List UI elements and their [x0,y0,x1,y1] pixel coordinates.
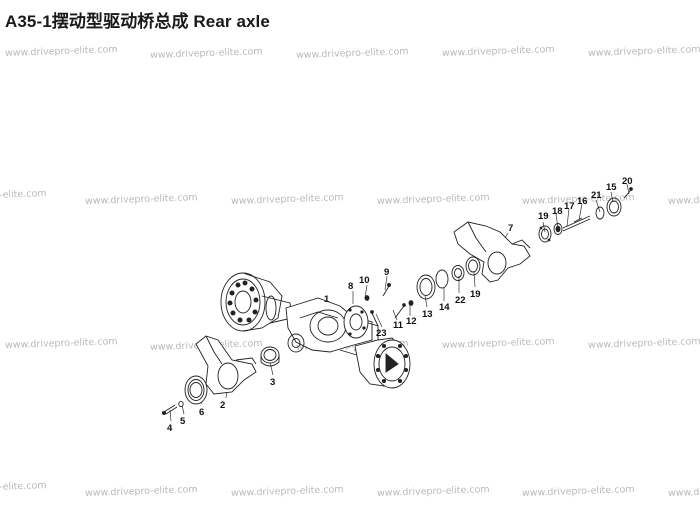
callout-10: 10 [359,275,370,286]
callout-15: 15 [606,182,617,193]
callout-6: 6 [199,407,204,418]
callout-5: 5 [180,416,186,427]
callout-12: 12 [406,316,417,327]
part-16-pin [573,217,583,223]
callout-18: 18 [552,206,563,217]
right-wheel-hub [354,337,411,389]
left-wheel-hub [220,272,293,332]
callout-4: 4 [167,423,173,434]
part-19-ring-lower [465,256,481,276]
part-4-bolt [161,404,178,416]
part-6-seal [184,375,208,405]
part-11-bolt [394,303,406,319]
callout-19-upper: 19 [538,211,549,222]
callout-16: 16 [577,196,588,207]
callout-2: 2 [220,400,225,411]
part-18-washer [553,223,563,235]
part-10-washer [364,295,370,301]
part-7-right-bracket [453,221,531,283]
part-21-ring [595,206,605,220]
callout-7: 7 [508,223,513,234]
callout-13: 13 [422,309,433,320]
callout-9: 9 [384,267,389,278]
part-2-left-bracket [195,335,257,395]
part-8-flange [343,305,369,339]
part-9-bolt [382,283,391,297]
part-17-shaft [562,215,591,232]
callout-20: 20 [622,176,633,187]
callout-1: 1 [324,294,330,305]
part-15-seal [606,197,622,217]
callout-8: 8 [348,281,353,292]
callout-14: 14 [439,302,450,313]
callout-21: 21 [591,190,602,201]
callout-22: 22 [455,295,466,306]
part-23-bolt [370,310,379,327]
callout-17: 17 [564,201,575,212]
part-13-ring [416,274,436,300]
page-title: A35-1摆动型驱动桥总成 Rear axle [5,12,270,31]
part-22-ring [451,265,465,281]
part-3-bushing [260,346,280,367]
callout-11: 11 [393,320,404,331]
callout-3: 3 [270,377,275,388]
part-5-washer [178,400,184,408]
part-19-ring-upper [538,225,552,243]
part-14-ring [435,269,449,289]
callout-19-lower: 19 [470,289,481,300]
part-12-washer [408,300,414,306]
part-20-bolt [623,187,633,199]
callout-23: 23 [376,328,387,339]
callout-labels: 1 2 3 4 5 6 7 8 9 10 11 12 13 14 15 16 1… [167,176,633,434]
